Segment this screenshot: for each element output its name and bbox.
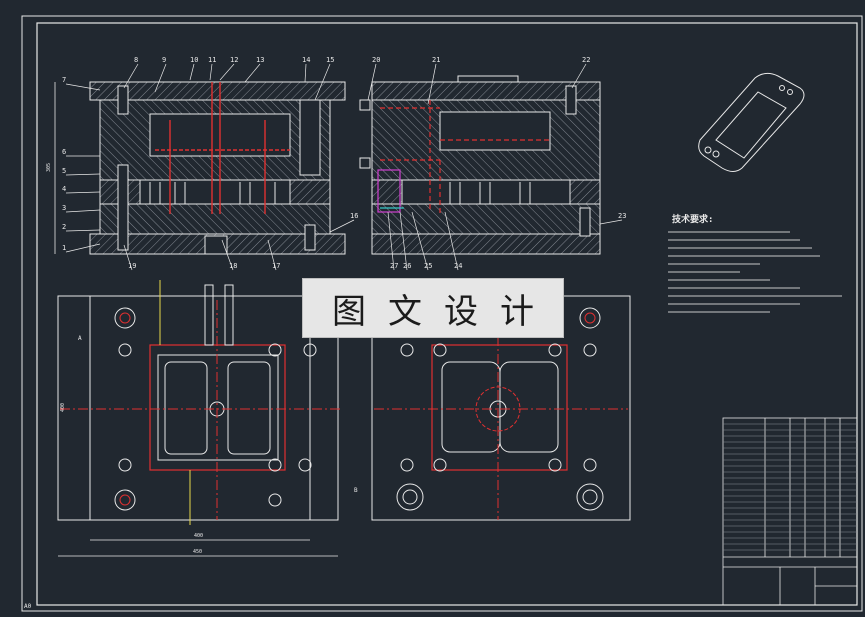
right-plan-view (371, 295, 631, 521)
tech-requirements-title: 技术要求: (672, 213, 713, 225)
part-leader-18 (221, 239, 234, 271)
part-leader-4 (65, 191, 101, 194)
tech-requirements-lines (668, 231, 842, 313)
section-marker-b: B (354, 487, 358, 494)
part-number-15: 15 (326, 56, 334, 64)
part-leader-11 (209, 63, 213, 81)
part-number-22: 22 (582, 56, 590, 64)
part-number-26: 26 (403, 262, 411, 270)
part-number-11: 11 (208, 56, 216, 64)
title-block (722, 417, 858, 606)
part-number-27: 27 (390, 262, 398, 270)
part-leader-24 (444, 211, 459, 271)
part-number-16: 16 (350, 212, 358, 220)
part-number-21: 21 (432, 56, 440, 64)
part-leader-15 (314, 63, 331, 101)
part-leader-26 (399, 211, 408, 271)
part-leader-25 (411, 211, 429, 271)
part-number-10: 10 (190, 56, 198, 64)
part-number-6: 6 (62, 148, 66, 156)
part-leader-17 (267, 239, 277, 271)
part-number-3: 3 (62, 204, 66, 212)
part-leader-19 (123, 244, 133, 271)
part-leader-2 (65, 229, 101, 232)
part-number-13: 13 (256, 56, 264, 64)
section-marker-a: A (78, 335, 82, 342)
part-leader-20 (367, 63, 377, 101)
part-number-17: 17 (272, 262, 280, 270)
part-leader-7 (65, 83, 101, 91)
part-number-7: 7 (62, 76, 66, 84)
part-number-5: 5 (62, 167, 66, 175)
part-number-4: 4 (62, 185, 66, 193)
sheet-inner-border (36, 22, 858, 606)
part-leader-8 (123, 63, 139, 89)
part-number-19: 19 (128, 262, 136, 270)
part-number-2: 2 (62, 223, 66, 231)
dim-left-height: 305 (46, 163, 52, 172)
part-leader-21 (427, 63, 437, 105)
part-leader-9 (154, 63, 167, 93)
part-leader-1 (65, 243, 101, 253)
part-leader-5 (65, 173, 101, 176)
part-leader-13 (244, 63, 261, 83)
part-leader-22 (571, 63, 587, 89)
left-plan-view (57, 280, 340, 557)
part-number-1: 1 (62, 244, 66, 252)
part-number-9: 9 (162, 56, 166, 64)
part-number-12: 12 (230, 56, 238, 64)
corner-mark: A0 (24, 603, 32, 610)
part-number-25: 25 (424, 262, 432, 270)
part-number-18: 18 (229, 262, 237, 270)
part-number-23: 23 (618, 212, 626, 220)
part-leader-14 (304, 63, 307, 83)
title-block-rows (723, 423, 857, 551)
watermark-banner: 图文设计 (302, 278, 564, 338)
part-leader-27 (387, 211, 395, 271)
part-leader-23 (599, 219, 623, 225)
part-leader-16 (329, 219, 355, 233)
sheet-outer-border (21, 15, 863, 612)
part-leader-10 (189, 63, 195, 81)
part-leader-12 (219, 63, 235, 81)
left-section-view (54, 81, 346, 255)
dim-plan-height: 400 (60, 403, 66, 412)
part-number-14: 14 (302, 56, 310, 64)
dim-plan-width-inner: 400 (194, 533, 203, 539)
part-leader-3 (65, 209, 101, 213)
right-section-view (359, 75, 601, 255)
part-number-24: 24 (454, 262, 462, 270)
dim-plan-width-outer: 450 (193, 549, 202, 555)
part-number-8: 8 (134, 56, 138, 64)
product-isometric-sketch (698, 72, 805, 172)
part-number-20: 20 (372, 56, 380, 64)
